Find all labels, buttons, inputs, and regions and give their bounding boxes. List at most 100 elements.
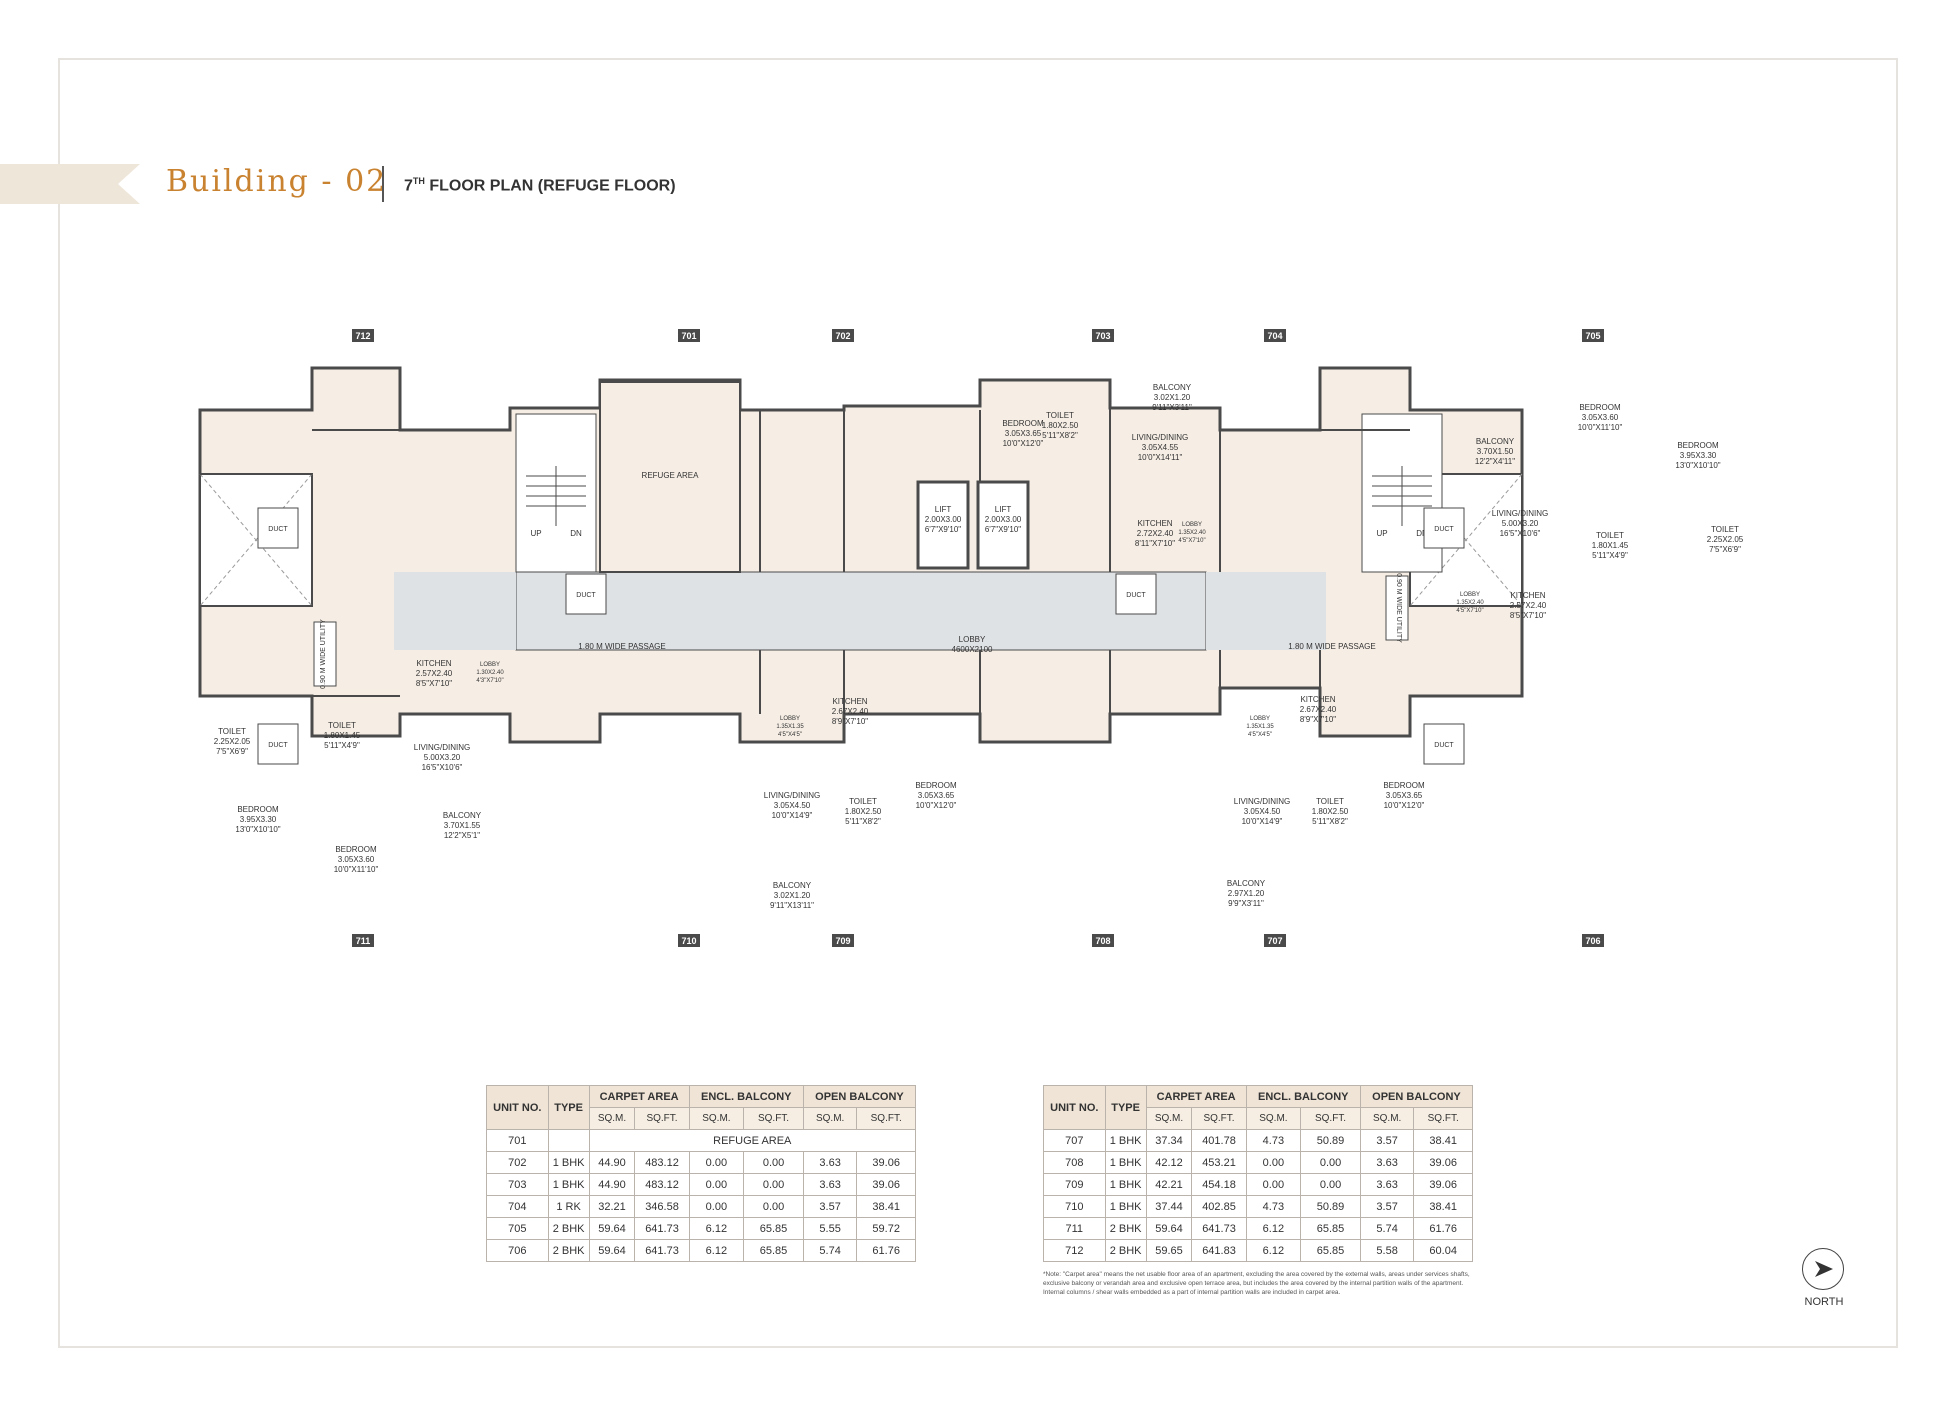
svg-text:TOILET: TOILET xyxy=(1596,531,1624,540)
unit-tag-712[interactable]: 712 xyxy=(352,329,374,342)
svg-text:8'5"X7'10": 8'5"X7'10" xyxy=(416,679,452,688)
unit-tag-709[interactable]: 709 xyxy=(832,934,854,947)
cell-empty xyxy=(547,1129,590,1152)
unit-tag-708[interactable]: 708 xyxy=(1092,934,1114,947)
svg-text:BEDROOM: BEDROOM xyxy=(335,845,377,854)
svg-text:4'5"X7'10": 4'5"X7'10" xyxy=(1456,608,1483,614)
cell-value: 37.34 xyxy=(1145,1129,1193,1152)
svg-text:3.70X1.55: 3.70X1.55 xyxy=(444,821,481,830)
svg-text:708: 708 xyxy=(1095,936,1110,946)
cell-value: 0.00 xyxy=(1300,1151,1361,1174)
cell-value: 641.73 xyxy=(634,1239,690,1262)
svg-text:5'11"X4'9": 5'11"X4'9" xyxy=(324,741,360,750)
cell-type: 1 BHK xyxy=(547,1173,590,1196)
svg-text:1.35X2.40: 1.35X2.40 xyxy=(1456,600,1484,606)
svg-text:16'5"X10'6": 16'5"X10'6" xyxy=(422,763,463,772)
col-sqft: SQ.FT. xyxy=(743,1107,804,1130)
svg-text:LOBBY: LOBBY xyxy=(1250,716,1270,722)
svg-text:LIVING/DINING: LIVING/DINING xyxy=(414,743,470,752)
floor-title-text: FLOOR PLAN (REFUGE FLOOR) xyxy=(429,177,676,195)
col-sqft: SQ.FT. xyxy=(634,1107,690,1130)
unit-tag-707[interactable]: 707 xyxy=(1264,934,1286,947)
cell-unit: 709 xyxy=(1043,1173,1106,1196)
unit-tag-703[interactable]: 703 xyxy=(1092,329,1114,342)
svg-text:10'0"X11'10": 10'0"X11'10" xyxy=(334,865,379,874)
cell-value: 483.12 xyxy=(634,1151,690,1174)
unit-tag-705[interactable]: 705 xyxy=(1582,329,1604,342)
svg-text:12'2"X4'11": 12'2"X4'11" xyxy=(1475,457,1515,466)
duct-label: DUCT xyxy=(268,526,288,533)
svg-text:3.05X3.65: 3.05X3.65 xyxy=(918,791,955,800)
svg-text:710: 710 xyxy=(681,936,696,946)
unit-tag-702[interactable]: 702 xyxy=(832,329,854,342)
unit-tag-706[interactable]: 706 xyxy=(1582,934,1604,947)
svg-text:0.90 M WIDE UTILITY: 0.90 M WIDE UTILITY xyxy=(1395,573,1402,643)
unit-tag-701[interactable]: 701 xyxy=(678,329,700,342)
cell-value: 6.12 xyxy=(688,1239,745,1262)
cell-value: 3.57 xyxy=(1359,1195,1415,1218)
cell-value: 0.00 xyxy=(743,1151,804,1174)
svg-text:5'11"X8'2": 5'11"X8'2" xyxy=(845,817,881,826)
svg-text:3.02X1.20: 3.02X1.20 xyxy=(1154,393,1191,402)
cell-value: 3.57 xyxy=(802,1195,858,1218)
unit-tag-710[interactable]: 710 xyxy=(678,934,700,947)
svg-text:KITCHEN: KITCHEN xyxy=(1300,695,1335,704)
col-sqm: SQ.M. xyxy=(1359,1107,1415,1130)
svg-text:KITCHEN: KITCHEN xyxy=(1137,519,1172,528)
cell-value: 483.12 xyxy=(634,1173,690,1196)
svg-text:1.80X1.45: 1.80X1.45 xyxy=(324,731,361,740)
svg-text:13'0"X10'10": 13'0"X10'10" xyxy=(235,825,280,834)
svg-text:10'0"X12'0": 10'0"X12'0" xyxy=(916,801,957,810)
col-sqft: SQ.FT. xyxy=(1191,1107,1247,1130)
cell-unit: 701 xyxy=(486,1129,549,1152)
north-compass-icon xyxy=(1802,1248,1844,1290)
svg-text:TOILET: TOILET xyxy=(849,797,877,806)
cell-value: 38.41 xyxy=(856,1195,916,1218)
cell-unit: 712 xyxy=(1043,1239,1106,1262)
svg-text:704: 704 xyxy=(1267,331,1282,341)
cell-value: 38.41 xyxy=(1413,1195,1473,1218)
staircase-left xyxy=(515,413,597,573)
svg-text:4'5"X4'5": 4'5"X4'5" xyxy=(778,732,802,738)
cell-value: 641.73 xyxy=(634,1217,690,1240)
svg-text:3.05X4.50: 3.05X4.50 xyxy=(1244,807,1281,816)
svg-text:KITCHEN: KITCHEN xyxy=(416,659,451,668)
cell-value: 6.12 xyxy=(1245,1217,1302,1240)
svg-text:1.80X2.50: 1.80X2.50 xyxy=(845,807,882,816)
cell-value: 0.00 xyxy=(1245,1151,1302,1174)
cell-type: 2 BHK xyxy=(1104,1217,1147,1240)
col-open-balcony: OPEN BALCONY xyxy=(802,1085,917,1108)
building-title: Building - 02 xyxy=(166,164,388,199)
cell-value: 61.76 xyxy=(1413,1217,1473,1240)
col-sqft: SQ.FT. xyxy=(1413,1107,1473,1130)
col-unit-no: UNIT NO. xyxy=(486,1085,549,1130)
svg-text:10'0"X14'9": 10'0"X14'9" xyxy=(772,811,813,820)
svg-text:3.05X4.55: 3.05X4.55 xyxy=(1142,443,1179,452)
unit-tag-711[interactable]: 711 xyxy=(352,934,374,947)
cell-value: 402.85 xyxy=(1191,1195,1247,1218)
svg-text:5'11"X4'9": 5'11"X4'9" xyxy=(1592,551,1628,560)
cell-value: 42.21 xyxy=(1145,1173,1193,1196)
cell-type: 2 BHK xyxy=(1104,1239,1147,1262)
col-unit-no: UNIT NO. xyxy=(1043,1085,1106,1130)
cell-value: 38.41 xyxy=(1413,1129,1473,1152)
svg-text:4'3"X7'10": 4'3"X7'10" xyxy=(476,678,503,684)
stair-down-label-right: DN xyxy=(1416,529,1428,538)
page-frame xyxy=(58,58,1898,1348)
cell-value: 401.78 xyxy=(1191,1129,1247,1152)
unit-tag-704[interactable]: 704 xyxy=(1264,329,1286,342)
svg-text:1.80X1.45: 1.80X1.45 xyxy=(1592,541,1629,550)
svg-text:LIVING/DINING: LIVING/DINING xyxy=(1492,509,1548,518)
